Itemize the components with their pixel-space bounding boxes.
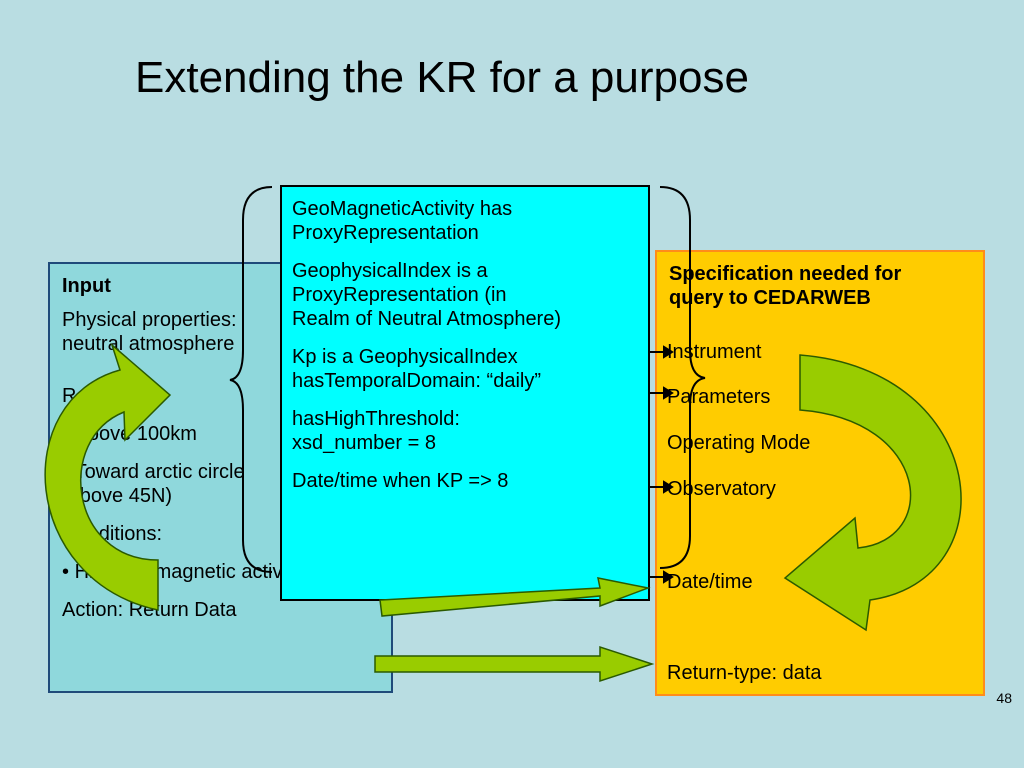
onto-line: hasHighThreshold: — [292, 408, 460, 430]
onto-line: Realm of Neutral Atmosphere) — [292, 308, 562, 330]
spec-heading-line2: query to CEDARWEB — [669, 287, 871, 309]
spec-item-return-type: Return-type: data — [667, 662, 822, 684]
onto-line: ProxyRepresentation (in — [292, 284, 507, 306]
spec-heading-line1: Specification needed for — [669, 263, 902, 285]
input-action: Action: Return Data — [62, 599, 237, 621]
onto-line: Date/time when KP => 8 — [292, 470, 509, 492]
onto-line: xsd_number = 8 — [292, 432, 436, 454]
spec-item-instrument: Instrument — [667, 341, 762, 363]
onto-line: GeoMagneticActivity has — [292, 198, 513, 220]
input-heading: Input — [62, 275, 111, 297]
input-physical-properties: Physical properties: — [62, 309, 237, 331]
slide-title: Extending the KR for a purpose — [135, 53, 749, 102]
onto-line: GeophysicalIndex is a — [292, 260, 488, 282]
spec-item-date-time: Date/time — [667, 571, 753, 593]
spec-item-operating-mode: Operating Mode — [667, 432, 811, 454]
bullet-text: Toward arctic circle — [74, 461, 245, 483]
bullet-text: Above 100km — [74, 423, 197, 445]
onto-line: ProxyRepresentation — [292, 222, 479, 244]
ontology-box: GeoMagneticActivity has ProxyRepresentat… — [280, 185, 650, 601]
spec-item-parameters: Parameters — [667, 386, 771, 408]
page-number: 48 — [996, 690, 1012, 706]
onto-line: hasTemporalDomain: “daily” — [292, 370, 541, 392]
green-arrow-to-return — [374, 645, 655, 683]
bullet-text: High geomagnetic activity — [74, 561, 303, 583]
onto-line: Kp is a GeophysicalIndex — [292, 346, 518, 368]
spec-item-observatory: Observatory — [667, 478, 776, 500]
specification-box: Specification needed for query to CEDARW… — [655, 250, 985, 696]
